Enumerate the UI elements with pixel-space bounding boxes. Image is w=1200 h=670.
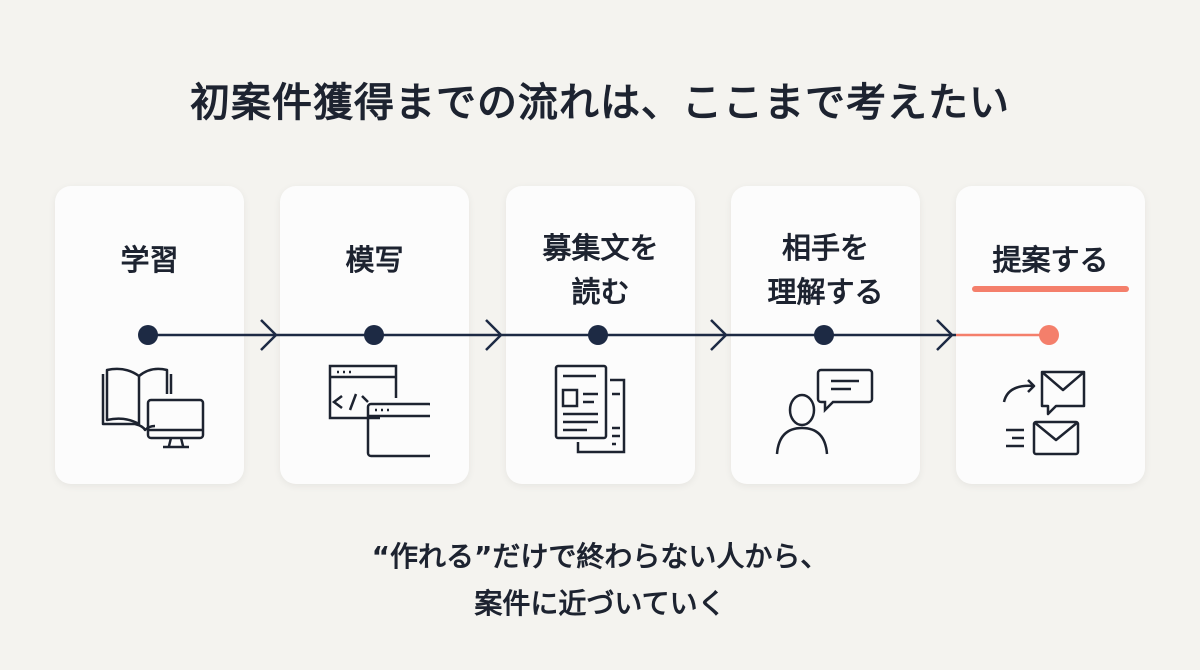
person-chat-icon bbox=[775, 368, 874, 455]
code-windows-icon bbox=[328, 364, 430, 458]
step-label: 募集文を 読む bbox=[542, 231, 659, 309]
step-label: 模写 bbox=[345, 243, 404, 277]
step-label: 相手を 理解する bbox=[767, 231, 884, 309]
highlight-underline bbox=[972, 286, 1129, 292]
book-monitor-icon bbox=[101, 367, 205, 449]
arrow-icon bbox=[485, 319, 503, 351]
document-icon bbox=[554, 364, 626, 454]
step-card-proposing: 提案する bbox=[956, 186, 1145, 484]
step-label: 学習 bbox=[120, 243, 179, 277]
step-card-understanding: 相手を 理解する bbox=[731, 186, 920, 484]
step-card-reading: 募集文を 読む bbox=[506, 186, 695, 484]
footer-line-1: “作れる”だけで終わらない人から、 bbox=[371, 540, 829, 573]
page-title: 初案件獲得までの流れは、ここまで考えたい bbox=[190, 80, 1010, 126]
footer-line-2: 案件に近づいていく bbox=[474, 587, 726, 620]
step-card-copying: 模写 bbox=[280, 186, 469, 484]
arrow-icon bbox=[710, 319, 728, 351]
step-label: 提案する bbox=[992, 243, 1109, 277]
send-mail-icon bbox=[1002, 370, 1086, 456]
step-card-learning: 学習 bbox=[55, 186, 244, 484]
arrow-icon bbox=[260, 319, 278, 351]
arrow-icon bbox=[936, 319, 954, 351]
